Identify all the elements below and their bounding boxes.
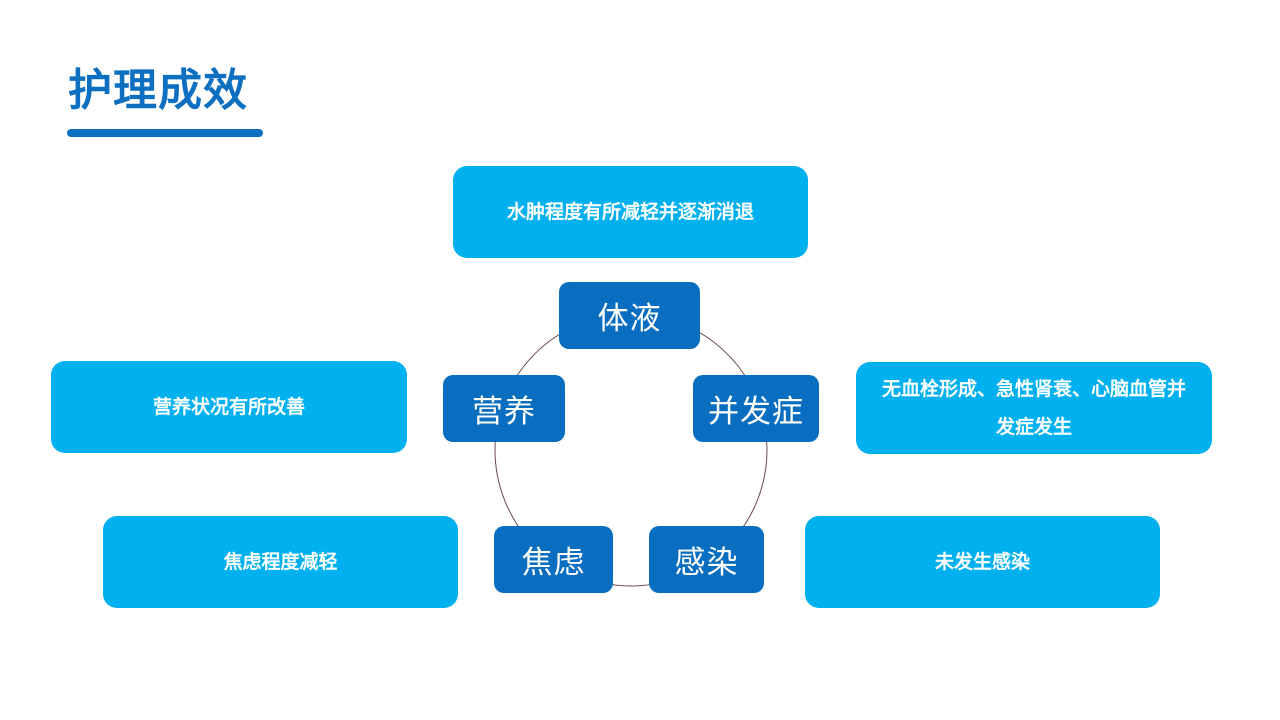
node-infection: 感染 [649,526,764,593]
outcome-fluid-text: 水肿程度有所减轻并逐渐消退 [506,201,754,223]
node-fluid: 体液 [559,282,700,349]
outcome-anxiety-text: 焦虑程度减轻 [223,551,338,573]
outcome-anxiety: 焦虑程度减轻 [103,516,458,608]
node-anxiety-label: 焦虑 [521,545,586,581]
page-title: 护理成效 [68,65,248,116]
node-fluid-label: 体液 [597,301,662,337]
outcome-fluid: 水肿程度有所减轻并逐渐消退 [453,166,808,258]
outcome-nutrition: 营养状况有所改善 [51,361,407,453]
outcome-nutrition-text: 营养状况有所改善 [152,396,305,418]
node-infection-label: 感染 [674,545,739,581]
outcome-complication-text: 无血栓形成、急性肾衰、心脑血管并发症发生 [881,378,1186,438]
outcome-infection: 未发生感染 [805,516,1160,608]
outcome-infection-text: 未发生感染 [934,551,1030,573]
node-complication-label: 并发症 [708,394,804,430]
node-anxiety: 焦虑 [494,526,613,593]
title-underline [67,129,263,137]
outcome-complication: 无血栓形成、急性肾衰、心脑血管并发症发生 [856,362,1212,454]
node-nutrition-label: 营养 [472,394,536,430]
node-nutrition: 营养 [443,375,565,442]
node-complication: 并发症 [693,375,819,442]
